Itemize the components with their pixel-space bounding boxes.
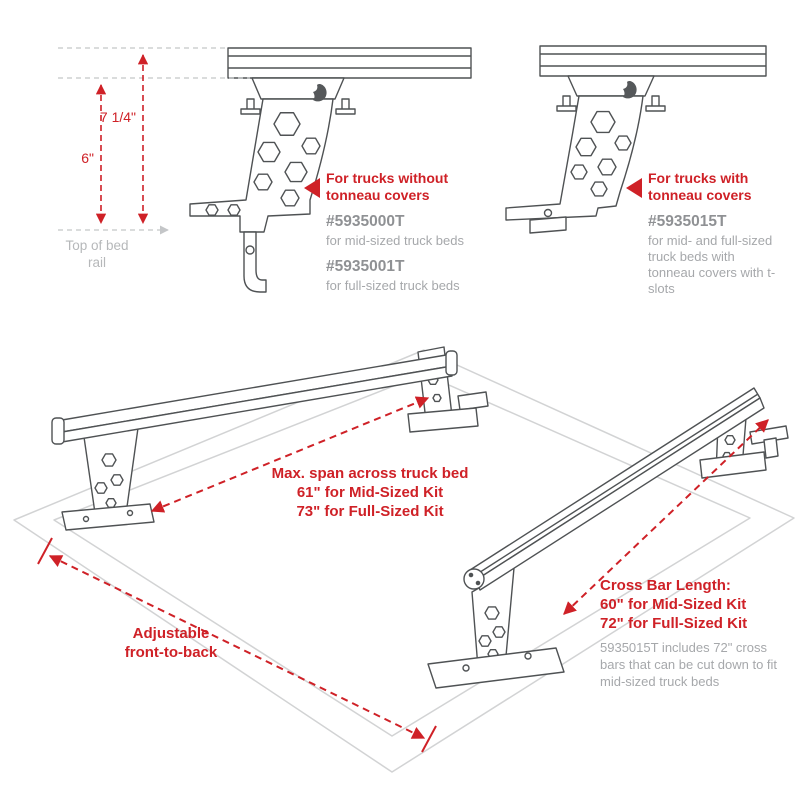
callout-pointer-right-icon [626, 178, 642, 198]
right-bracket-illustration [505, 45, 767, 234]
part-description: for mid-sized truck beds [326, 233, 464, 248]
callout-no-tonneau: For trucks without tonneau covers #59350… [326, 170, 494, 294]
crossbar-length-note: 5935015T includes 72" cross bars that ca… [600, 640, 778, 689]
bed-rail-reference-label: Top of bed rail [65, 238, 129, 270]
span-annotation-line: 73" for Full-Sized Kit [296, 503, 444, 520]
adjustable-annotation-line: front-to-back [124, 644, 218, 661]
adjustable-arrow [48, 555, 426, 739]
adjustable-annotation-line: Adjustable [132, 625, 210, 642]
dimension-annotations [58, 47, 250, 235]
part-number: #5935001T [326, 258, 405, 275]
span-annotation: Max. span across truck bed 61" for Mid-S… [236, 464, 504, 521]
span-annotation-line: 61" for Mid-Sized Kit [296, 484, 444, 501]
callout-title: For trucks without tonneau covers [326, 170, 449, 203]
part-description: for mid- and full-sized truck beds with … [648, 233, 776, 296]
adjustable-tick-start [37, 537, 53, 565]
part-number: #5935015T [648, 213, 727, 230]
part-number: #5935000T [326, 213, 405, 230]
crossbar-length-annotation: Cross Bar Length: 60" for Mid-Sized Kit … [600, 576, 792, 690]
crossbar-length-arrow [563, 419, 769, 615]
dimension-label-total-height: 7 1/4" [99, 109, 136, 125]
left-bracket-illustration [189, 47, 472, 293]
red-measure-arrows [37, 396, 769, 753]
crossbar-length-line: 72" for Full-Sized Kit [600, 615, 748, 632]
callout-title: For trucks with tonneau covers [648, 170, 752, 203]
span-annotation-line: Max. span across truck bed [271, 465, 469, 482]
crossbar-length-title: Cross Bar Length: [600, 577, 731, 594]
part-description: for full-sized truck beds [326, 278, 460, 293]
adjustable-annotation: Adjustable front-to-back [86, 624, 256, 662]
dimension-label-rail-height: 6" [81, 150, 94, 166]
crossbar-length-line: 60" for Mid-Sized Kit [600, 596, 747, 613]
adjustable-tick-end [421, 725, 437, 753]
callout-tonneau: For trucks with tonneau covers #5935015T… [648, 170, 792, 297]
span-arrow [150, 396, 430, 513]
callout-pointer-left-icon [304, 178, 320, 198]
